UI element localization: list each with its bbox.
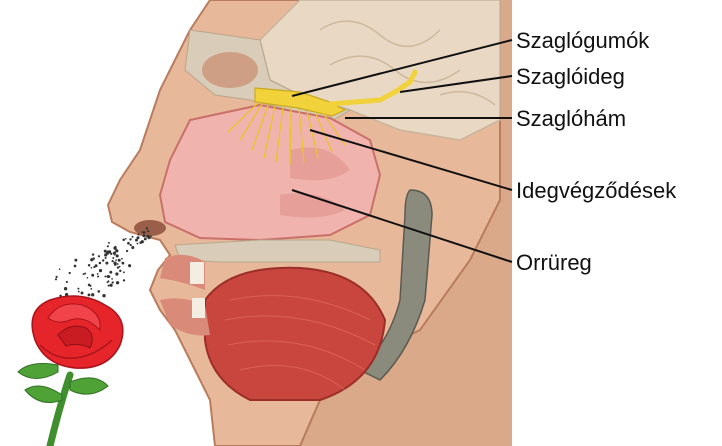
scent-particle	[126, 250, 128, 252]
rose-icon	[18, 296, 123, 446]
scent-particle	[83, 273, 85, 275]
scent-particle	[119, 266, 121, 268]
scent-particle	[108, 242, 110, 244]
scent-particle	[78, 291, 80, 293]
scent-particle	[98, 255, 100, 257]
scent-particle	[91, 274, 94, 277]
scent-particle	[111, 260, 113, 262]
scent-particle	[119, 270, 121, 272]
label-olfactory-nerve: Szaglóideg	[516, 64, 625, 89]
scent-particle	[117, 263, 119, 265]
scent-particle	[136, 236, 139, 239]
scent-particle	[144, 237, 147, 240]
scent-particle	[99, 262, 102, 265]
head-cross-section	[108, 0, 512, 446]
scent-particle	[90, 285, 92, 287]
scent-particle	[122, 238, 125, 241]
label-nerve-endings: Idegvégződések	[516, 178, 677, 203]
scent-particle	[90, 288, 92, 290]
scent-particle	[106, 251, 109, 254]
scent-particle	[56, 276, 58, 278]
scent-particle	[88, 264, 91, 267]
lower-teeth	[192, 298, 205, 318]
scent-particle	[92, 257, 94, 259]
scent-particle	[84, 272, 86, 274]
eye-socket	[202, 52, 258, 88]
scent-particle	[121, 258, 123, 260]
scent-particle	[74, 265, 77, 268]
rose-leaf	[70, 378, 108, 394]
scent-particle	[146, 227, 148, 229]
scent-particle	[121, 262, 124, 265]
scent-particle	[87, 277, 89, 279]
scent-particle	[113, 261, 116, 264]
scent-particle	[128, 264, 131, 267]
scent-particle	[127, 242, 130, 245]
scent-particle	[141, 240, 144, 243]
upper-teeth	[190, 262, 204, 284]
scent-particle	[102, 294, 105, 297]
scent-particle	[130, 244, 132, 246]
scent-particle	[115, 272, 118, 275]
scent-particle	[113, 253, 115, 255]
rose-leaf	[18, 364, 58, 379]
scent-particle	[104, 275, 106, 277]
scent-particle	[81, 292, 84, 295]
scent-particle	[69, 272, 71, 274]
scent-particle	[74, 259, 77, 262]
label-olfactory-bulb: Szaglógumók	[516, 28, 650, 53]
scent-particle	[55, 278, 57, 280]
scent-particle	[88, 293, 91, 296]
scent-particle	[108, 275, 111, 278]
scent-particle	[116, 281, 119, 284]
scent-particle	[59, 268, 61, 270]
scent-particle	[102, 259, 104, 261]
scent-particle	[110, 284, 113, 287]
scent-particle	[108, 285, 110, 287]
scent-particle	[112, 257, 114, 259]
scent-particle	[91, 293, 94, 296]
label-olfactory-epithelium: Szaglóhám	[516, 106, 626, 131]
scent-particle	[115, 259, 117, 261]
scent-particle	[105, 262, 108, 265]
scent-particle	[105, 257, 107, 259]
scent-particle	[108, 280, 110, 282]
rose-stem	[50, 375, 70, 446]
scent-particle	[116, 254, 119, 257]
scent-particle	[109, 271, 112, 274]
scent-particle	[92, 253, 94, 255]
scent-particle	[137, 243, 139, 245]
scent-particle	[114, 246, 116, 248]
scent-particle	[118, 259, 121, 262]
scent-particle	[66, 281, 68, 283]
scent-particle	[147, 230, 149, 232]
scent-particle	[93, 266, 95, 268]
scent-particle	[146, 235, 149, 238]
scent-particle	[112, 281, 114, 283]
scent-particle	[131, 246, 134, 249]
scent-particle	[123, 271, 125, 273]
scent-particle	[64, 287, 67, 290]
scent-particle	[142, 231, 144, 233]
scent-particle	[97, 275, 99, 277]
scent-particle	[150, 235, 152, 237]
scent-particle	[97, 290, 100, 293]
scent-particle	[111, 278, 113, 280]
scent-particle	[125, 238, 127, 240]
scent-particle	[77, 288, 79, 290]
scent-particle	[132, 236, 134, 238]
label-nasal-cavity: Orrüreg	[516, 250, 592, 275]
scent-particle	[91, 267, 93, 269]
scent-particle	[99, 269, 102, 272]
scent-particle	[107, 245, 109, 247]
scent-particle	[129, 238, 131, 240]
scent-particle	[97, 273, 99, 275]
scent-particle	[123, 279, 125, 281]
scent-particle	[138, 233, 140, 235]
scent-particle	[115, 249, 118, 252]
rose-leaf	[25, 386, 62, 402]
scent-particle	[142, 234, 145, 237]
